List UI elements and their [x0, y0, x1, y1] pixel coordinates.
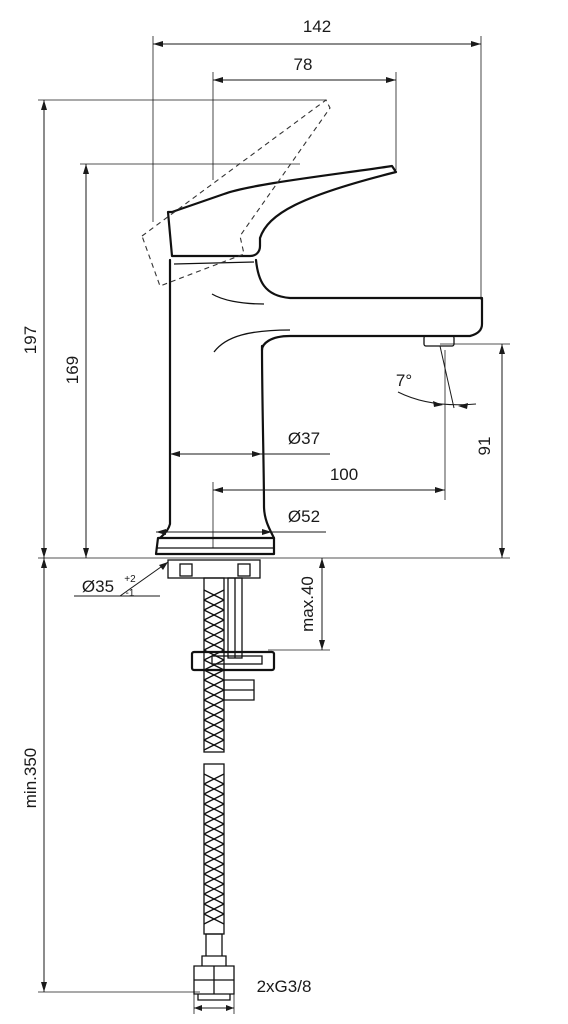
supply-hose-upper: [203, 577, 225, 753]
dim-lever-reach: 78: [294, 55, 313, 74]
dim-max-deck-thickness: max.40: [298, 576, 317, 632]
extension-lines: [38, 36, 510, 993]
dim-body-diameter: Ø37: [288, 429, 320, 448]
hose-fitting: [193, 933, 235, 1001]
dim-overall-width: 142: [303, 17, 331, 36]
dim-spout-angle: 7°: [396, 371, 412, 390]
dim-hose-length: min.350: [21, 748, 40, 808]
clamp-plate: [190, 650, 276, 672]
body-outline: [158, 258, 172, 540]
dim-spout-projection: 100: [330, 465, 358, 484]
dim-spout-top-height: 169: [63, 356, 82, 384]
dimension-labels: 142 78 197 169 91 7° Ø37 100 Ø52 Ø35 +2 …: [21, 17, 494, 996]
dimension-lines: [41, 41, 505, 1014]
spout: [254, 258, 484, 352]
dim-base-diameter: Ø52: [288, 507, 320, 526]
lever-handle: [166, 164, 398, 258]
dim-hole-tol-plus: +2: [124, 574, 136, 585]
dim-hole-diameter: Ø35: [82, 577, 114, 596]
dim-connection-thread: 2xG3/8: [257, 977, 312, 996]
faucet-body: [154, 164, 484, 1001]
aerator: [423, 335, 455, 347]
dim-total-height: 197: [21, 326, 40, 354]
dim-outlet-height: 91: [475, 437, 494, 456]
dim-hole-tol-minus: -1: [126, 588, 135, 599]
lever-alternate-position: [141, 99, 331, 287]
base-plate: [154, 536, 276, 556]
hex-nut: [223, 679, 255, 701]
